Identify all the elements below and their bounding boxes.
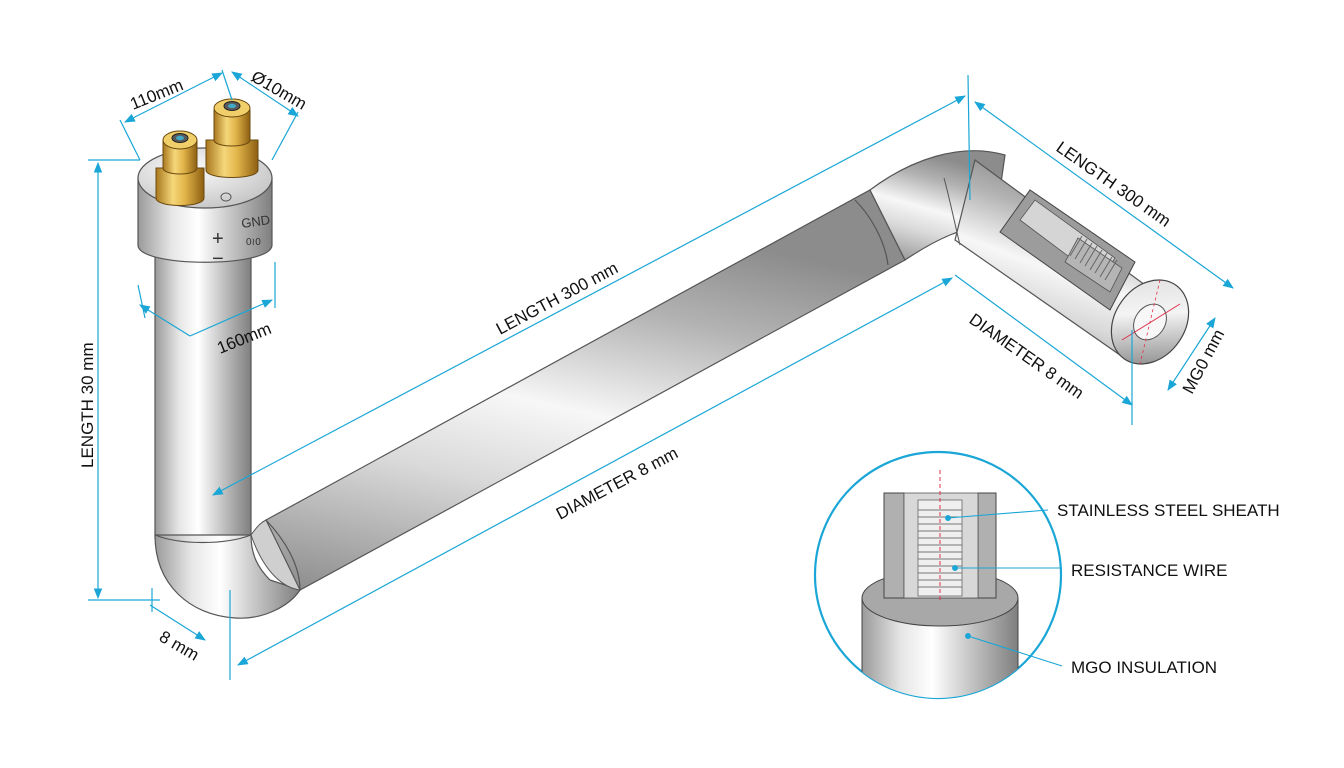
dim-terminal-spacing: 110mm — [127, 75, 186, 113]
terminal-nut-icon — [155, 130, 205, 206]
dim-end-diameter: DIAMETER 8 mm — [966, 310, 1088, 403]
terminal-minus-label: − — [212, 248, 224, 270]
dim-terminal-diameter: Ø10mm — [248, 67, 310, 114]
inset-callouts: STAINLESS STEEL SHEATH RESISTANCE WIRE M… — [1057, 501, 1280, 677]
cross-section-inset — [813, 450, 1063, 700]
terminal-head: + − GND 0≀0 — [137, 98, 273, 270]
dim-bottom-width: 8 mm — [156, 627, 202, 665]
callout-insulation: MGO INSULATION — [1071, 658, 1217, 677]
callout-wire: RESISTANCE WIRE — [1071, 561, 1227, 580]
terminal-small-mark: 0≀0 — [246, 237, 261, 248]
dim-end-length: LENGTH 300 mm — [1053, 138, 1175, 231]
terminal-plus-label: + — [212, 228, 224, 250]
callout-sheath: STAINLESS STEEL SHEATH — [1057, 501, 1280, 520]
dim-long-length: LENGTH 300 mm — [493, 258, 621, 338]
dimension-lines — [88, 69, 1234, 680]
dim-vertical-length: LENGTH 30 mm — [78, 342, 97, 468]
terminal-nut-icon — [205, 98, 259, 178]
